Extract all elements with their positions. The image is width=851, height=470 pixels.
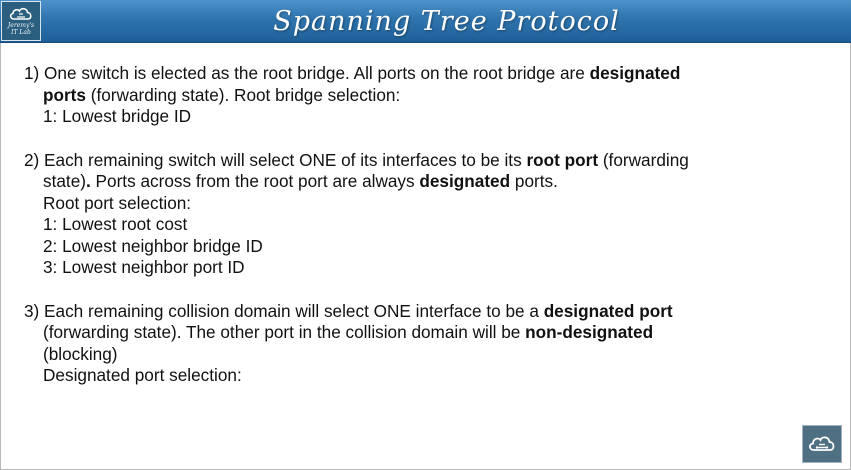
- section-root-bridge: 1) One switch is elected as the root bri…: [24, 63, 814, 128]
- section-line: (forwarding state). The other port in th…: [24, 322, 814, 344]
- text-run: 3) Each remaining collision domain will …: [24, 300, 544, 321]
- text-run: state): [43, 171, 86, 191]
- slide-body: 1) One switch is elected as the root bri…: [24, 63, 814, 387]
- section-line: state). Ports across from the root port …: [24, 171, 814, 193]
- slide-title: Spanning Tree Protocol: [273, 5, 620, 37]
- bold-term: non-designated: [525, 322, 654, 342]
- section-line: Designated port selection:: [24, 365, 814, 387]
- section-line: (blocking): [24, 344, 814, 366]
- text-run: 2) Each remaining switch will select ONE…: [24, 149, 527, 170]
- text-run: (forwarding: [598, 149, 689, 170]
- section-line: 2) Each remaining switch will select ONE…: [24, 150, 814, 172]
- bold-term: designated port: [543, 300, 673, 321]
- text-run: (forwarding state). The other port in th…: [43, 322, 526, 342]
- section-line: 1: Lowest bridge ID: [24, 106, 814, 128]
- section-root-port: 2) Each remaining switch will select ONE…: [24, 150, 814, 279]
- section-line: ports (forwarding state). Root bridge se…: [24, 85, 814, 107]
- section-line: 3: Lowest neighbor port ID: [24, 257, 814, 279]
- text-run: (blocking): [43, 343, 118, 364]
- text-run: 1) One switch is elected as the root bri…: [24, 63, 590, 83]
- bold-term: root port: [526, 149, 599, 170]
- section-line: 1) One switch is elected as the root bri…: [24, 63, 814, 85]
- logo-text-line2: IT Lab: [11, 29, 31, 36]
- section-line: Root port selection:: [24, 193, 814, 215]
- text-run: (forwarding state). Root bridge selectio…: [85, 84, 401, 105]
- logo-text-line1: Jeremy's: [7, 22, 35, 29]
- jeremys-it-lab-logo: Jeremy's IT Lab: [1, 1, 41, 41]
- text-run: 3: Lowest neighbor port ID: [43, 257, 245, 277]
- cloud-network-icon: [9, 7, 32, 20]
- text-run: 1: Lowest root cost: [43, 214, 188, 234]
- corner-channel-logo: [802, 425, 842, 463]
- bold-term: .: [86, 171, 91, 191]
- section-line: 2: Lowest neighbor bridge ID: [24, 236, 814, 258]
- text-run: Root port selection:: [43, 192, 192, 213]
- section-line: 1: Lowest root cost: [24, 214, 814, 236]
- text-run: 2: Lowest neighbor bridge ID: [43, 235, 263, 256]
- text-run: Designated port selection:: [43, 365, 242, 385]
- bold-term: designated: [419, 171, 511, 191]
- section-designated-port: 3) Each remaining collision domain will …: [24, 301, 814, 387]
- text-run: ports.: [510, 171, 558, 191]
- bold-term: ports: [43, 84, 86, 105]
- bold-term: designated: [589, 63, 681, 83]
- section-line: 3) Each remaining collision domain will …: [24, 301, 814, 323]
- slide-header: Jeremy's IT Lab Spanning Tree Protocol: [0, 0, 851, 43]
- text-run: 1: Lowest bridge ID: [43, 106, 192, 126]
- text-run: Ports across from the root port are alwa…: [90, 171, 420, 191]
- cloud-network-icon: [809, 436, 835, 451]
